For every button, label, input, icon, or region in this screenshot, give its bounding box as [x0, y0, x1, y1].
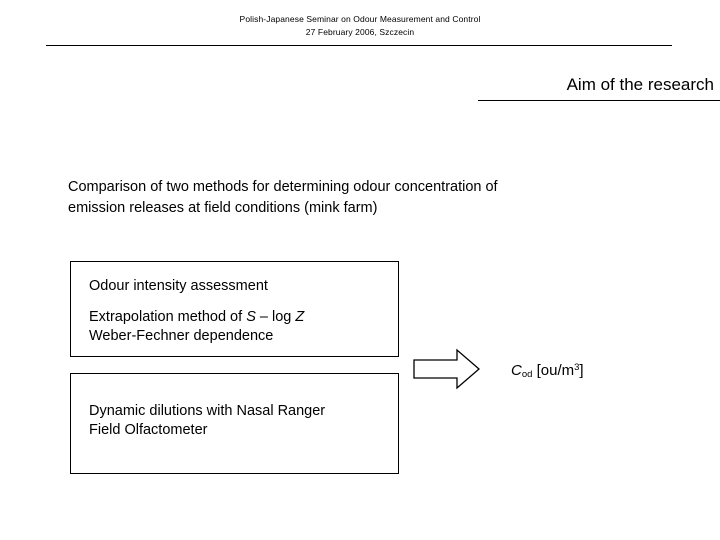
title-underline-rule — [478, 100, 720, 101]
header-seminar-title: Polish-Japanese Seminar on Odour Measure… — [239, 14, 481, 24]
page-title: Aim of the research — [566, 75, 714, 94]
formula-superscript-3: 3 — [574, 362, 580, 373]
symbol-s: S — [246, 309, 256, 325]
extrapolation-prefix-text: Extrapolation method of — [89, 309, 247, 325]
formula-unit-open: [ou/m — [532, 362, 575, 379]
method-box-odour-intensity-heading: Odour intensity assessment — [89, 278, 268, 294]
method-box-odour-intensity-dependence: Weber-Fechner dependence — [89, 328, 274, 344]
formula-unit-close: ] — [579, 362, 584, 379]
method-box-odour-intensity-formula-line: Extrapolation method of S – log Z — [89, 308, 304, 327]
lead-paragraph: Comparison of two methods for determinin… — [68, 177, 646, 219]
extrapolation-middle-text: – log — [255, 309, 296, 325]
right-block-arrow-icon — [412, 347, 482, 392]
page-title-wrap: Aim of the research — [300, 75, 714, 95]
formula-symbol-c: C — [511, 362, 522, 379]
method-box-dynamic-dilutions: Dynamic dilutions with Nasal Ranger Fiel… — [70, 373, 399, 474]
symbol-z: Z — [295, 309, 305, 325]
header-date-location: 27 February 2006, Szczecin — [305, 27, 415, 37]
method-box-odour-intensity: Odour intensity assessment Extrapolation… — [70, 261, 399, 357]
slide-header: Polish-Japanese Seminar on Odour Measure… — [0, 13, 720, 39]
lead-paragraph-line-2: emission releases at field conditions (m… — [68, 200, 378, 216]
method-box-dynamic-dilutions-line-2: Field Olfactometer — [89, 422, 208, 438]
odour-concentration-formula: Cod [ou/m3] — [511, 358, 584, 384]
formula-subscript-od: od — [521, 369, 533, 380]
method-box-dynamic-dilutions-line-1: Dynamic dilutions with Nasal Ranger — [89, 403, 326, 419]
header-divider-rule — [46, 45, 672, 46]
lead-paragraph-line-1: Comparison of two methods for determinin… — [68, 179, 498, 195]
